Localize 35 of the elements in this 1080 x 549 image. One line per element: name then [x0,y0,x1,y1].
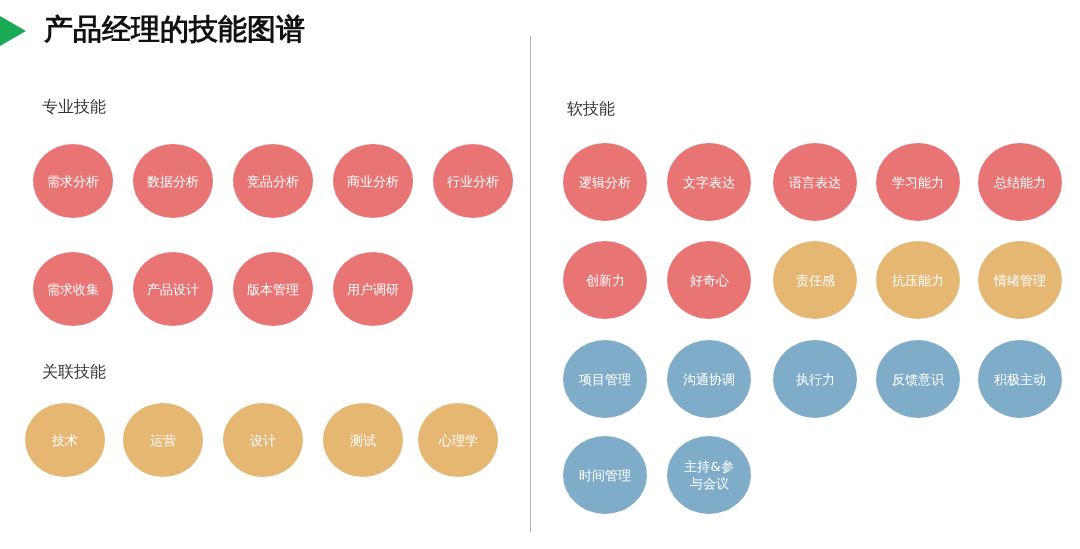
skill-circle: 运营 [123,403,203,477]
skill-circle: 行业分析 [433,144,513,218]
skill-circle: 好奇心 [667,241,751,319]
page-title: 产品经理的技能图谱 [44,11,305,48]
skill-circle: 数据分析 [133,144,213,218]
skill-circle: 心理学 [418,403,498,477]
skill-circle: 责任感 [773,241,857,319]
skill-circle: 需求分析 [33,144,113,218]
skill-circle: 文字表达 [667,143,751,221]
skill-circle: 用户调研 [333,252,413,326]
section-heading: 关联技能 [42,362,106,383]
skill-circle: 时间管理 [563,436,647,514]
skill-circle: 执行力 [773,340,857,418]
skill-circle: 商业分析 [333,144,413,218]
skill-circle: 主持&参与会议 [667,436,751,514]
skill-circle: 抗压能力 [876,241,960,319]
skill-circle: 测试 [323,403,403,477]
skill-circle: 创新力 [563,241,647,319]
skill-circle: 产品设计 [133,252,213,326]
skill-circle: 版本管理 [233,252,313,326]
skill-circle: 总结能力 [978,143,1062,221]
section-heading: 软技能 [567,99,615,120]
skill-circle: 语言表达 [773,143,857,221]
skill-circle: 竞品分析 [233,144,313,218]
skill-circle: 情绪管理 [978,241,1062,319]
skill-circle: 设计 [223,403,303,477]
skill-circle: 反馈意识 [876,340,960,418]
skill-circle: 沟通协调 [667,340,751,418]
skill-circle: 技术 [25,403,105,477]
section-heading: 专业技能 [42,97,106,118]
skill-circle: 积极主动 [978,340,1062,418]
skill-circle: 项目管理 [563,340,647,418]
skill-circle: 学习能力 [876,143,960,221]
skill-circle: 逻辑分析 [563,143,647,221]
skill-circle: 需求收集 [33,252,113,326]
